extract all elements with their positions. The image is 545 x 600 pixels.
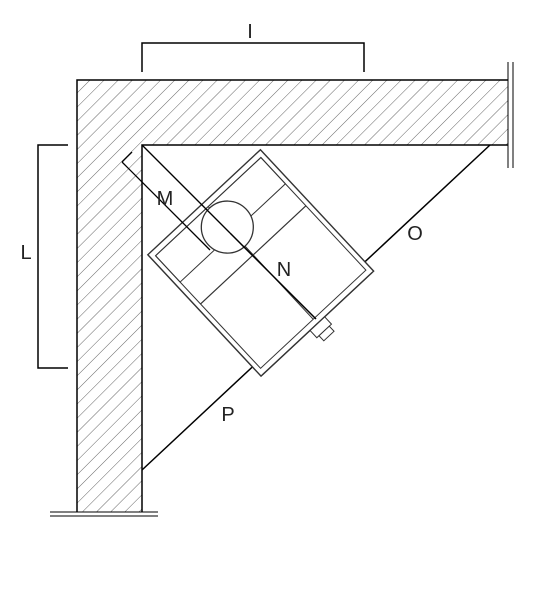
label-n: N xyxy=(277,259,291,281)
dimension-n xyxy=(229,232,317,320)
label-i: I xyxy=(247,21,253,43)
dimension-i xyxy=(141,42,365,72)
label-l: L xyxy=(20,242,31,264)
dimension-m xyxy=(121,144,231,251)
label-o: O xyxy=(407,223,423,245)
label-m: M xyxy=(157,188,174,210)
label-p: P xyxy=(221,404,234,426)
dimension-l xyxy=(37,144,68,369)
